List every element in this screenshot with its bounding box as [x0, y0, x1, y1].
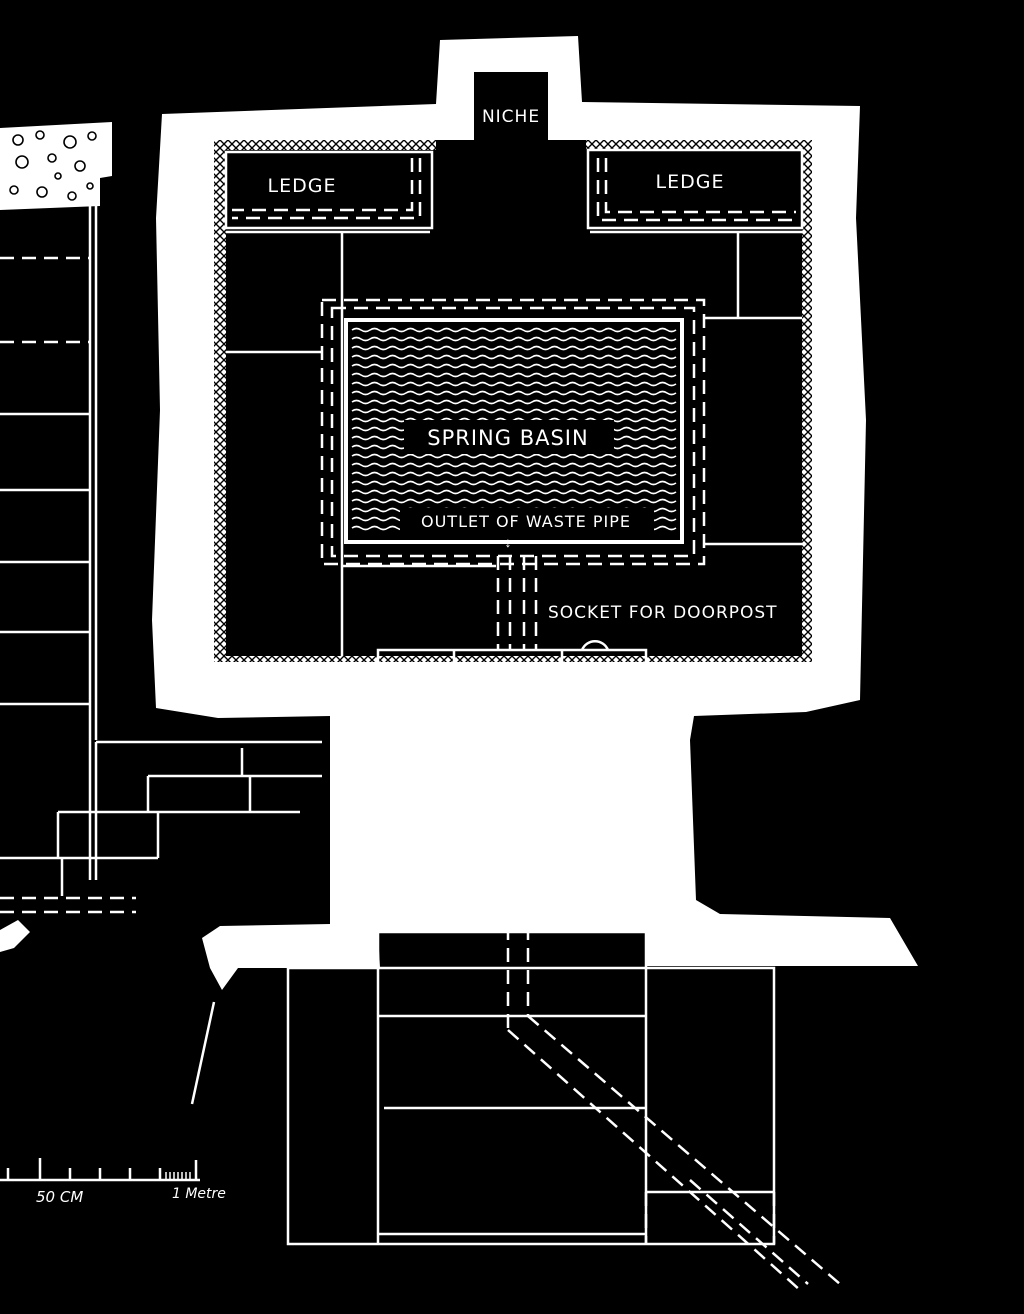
- water-wave-line: [351, 327, 677, 333]
- scale-bar: 50 CM 1 Metre: [0, 1158, 226, 1206]
- water-wave-line: [351, 480, 677, 486]
- water-wave-line: [351, 453, 677, 459]
- spring-basin: SPRING BASIN OUTLET OF WASTE PIPE ↓: [320, 298, 706, 566]
- water-wave-line: [351, 381, 677, 387]
- scale-label-50cm: 50 CM: [36, 1188, 83, 1206]
- water-wave-line: [351, 363, 677, 369]
- scale-label-1m: 1 Metre: [172, 1186, 226, 1202]
- water-wave-line: [351, 408, 677, 414]
- ledge-right: LEDGE: [586, 148, 804, 230]
- outlet-arrow-icon: ↓: [505, 536, 512, 551]
- outlet-label-box: [400, 508, 654, 532]
- lower-corridor: [286, 932, 776, 1246]
- rubble-texture: [9, 130, 97, 201]
- left-staircase: [0, 122, 322, 1105]
- water-wave-line: [351, 471, 677, 477]
- waste-pipe-lower: [506, 750, 841, 1291]
- floor-slabs: [226, 230, 802, 656]
- water-wave-line: [351, 372, 677, 378]
- socket-label: SOCKET FOR DOORPOST: [548, 603, 778, 623]
- water-wave-line: [351, 336, 677, 342]
- waste-pipe-upper: [496, 556, 538, 650]
- socket-for-doorpost: [580, 640, 610, 651]
- outlet-label: OUTLET OF WASTE PIPE: [421, 512, 631, 531]
- ledge-left: LEDGE: [224, 150, 434, 230]
- water-wave-line: [351, 399, 677, 405]
- spring-basin-label-box: [404, 420, 614, 454]
- passage-corridor: [376, 648, 648, 934]
- water-wave-line: [351, 498, 677, 504]
- rubble-block: [0, 122, 112, 210]
- water-wave-line: [351, 390, 677, 396]
- ledge-right-label: LEDGE: [656, 171, 725, 193]
- niche-label: NICHE: [482, 107, 540, 127]
- spring-basin-label: SPRING BASIN: [427, 426, 588, 450]
- water-wave-line: [351, 345, 677, 351]
- water-wave-line: [351, 462, 677, 468]
- water-wave-line: [351, 489, 677, 495]
- water-wave-line: [351, 354, 677, 360]
- ledge-left-label: LEDGE: [268, 175, 337, 197]
